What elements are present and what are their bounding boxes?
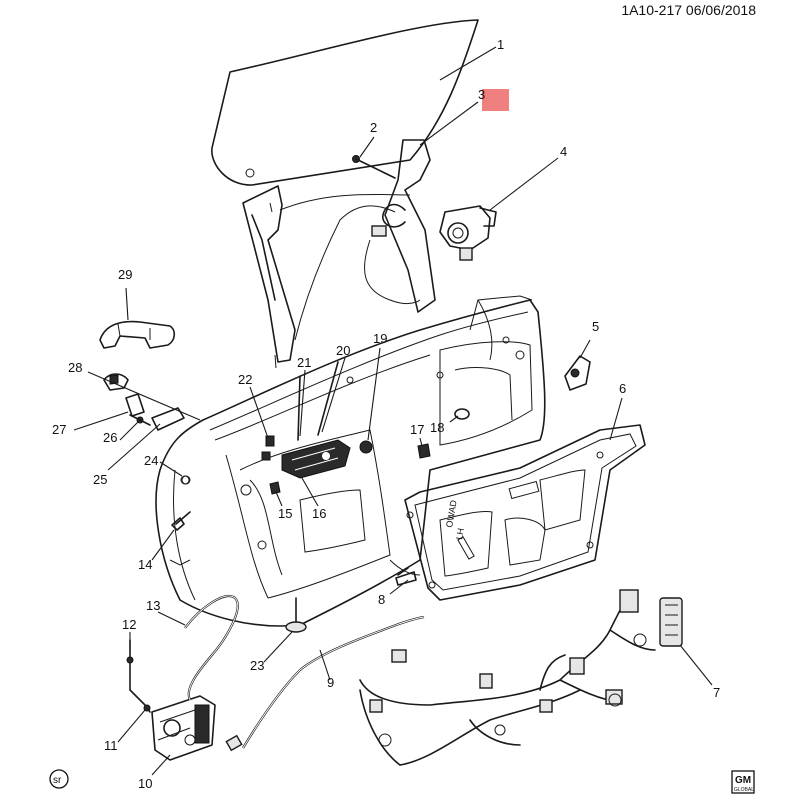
callout-9: 9 [327,675,334,690]
callout-24: 24 [144,453,158,468]
callout-19: 19 [373,331,387,346]
callout-2: 2 [370,120,377,135]
lock-cylinder [125,393,145,424]
door-inner-panel [155,295,546,627]
callout-25: 25 [93,472,107,487]
plug [417,443,431,459]
clip [171,511,191,531]
svg-text:LH: LH [454,527,466,540]
gm-logo: GM GLOBAL [731,770,755,794]
bolt [352,155,396,179]
callout-labels: 1 2 3 4 5 6 7 8 9 10 11 12 13 14 15 16 1… [52,37,720,791]
door-check [395,567,417,586]
outside-handle [99,320,176,349]
handle-cable [225,615,425,752]
callout-11: 11 [104,738,118,753]
rod-27 [129,414,151,426]
sr-symbol: sr [49,769,69,789]
lock-rod [126,639,151,713]
gm-logo-top: GM [735,775,751,786]
callout-6: 6 [619,381,626,396]
callout-21: 21 [297,355,311,370]
callout-10: 10 [138,776,152,791]
callout-16: 16 [312,506,326,521]
callout-4: 4 [560,144,567,159]
highlight-marker [482,89,509,111]
window-glass [211,19,479,186]
callout-20: 20 [336,343,350,358]
sr-label: sr [53,775,62,786]
window-regulator [242,139,436,369]
bezel [151,407,185,431]
callout-27: 27 [52,422,66,437]
fastener [269,481,281,495]
clip-24 [181,475,191,485]
callout-23: 23 [250,658,264,673]
callout-5: 5 [592,319,599,334]
callout-29: 29 [118,267,132,282]
svg-text:OWAD: OWAD [444,499,459,528]
door-latch [151,695,216,761]
callout-3: 3 [478,87,485,102]
callout-13: 13 [146,598,160,613]
callout-7: 7 [713,685,720,700]
inside-handle [281,439,351,479]
grommet [564,355,591,391]
wiring-harness [359,589,683,766]
callout-8: 8 [378,592,385,607]
inside-handle-cable [184,595,239,701]
seal-ring [454,408,470,420]
callout-1: 1 [497,37,504,52]
callout-18: 18 [430,420,444,435]
callout-14: 14 [138,557,152,572]
callout-15: 15 [278,506,292,521]
grommet-23 [285,597,307,633]
door-module: OWAD LH [404,424,646,601]
callout-28: 28 [68,360,82,375]
window-motor [439,205,497,261]
fastener-19 [359,440,373,454]
rods [261,361,339,461]
callout-22: 22 [238,372,252,387]
callout-17: 17 [410,422,424,437]
callout-26: 26 [103,430,117,445]
leader-lines [73,46,713,776]
gm-logo-bottom: GLOBAL [734,787,754,793]
callout-12: 12 [122,617,136,632]
diagram-code: 1A10-217 06/06/2018 [621,2,756,18]
